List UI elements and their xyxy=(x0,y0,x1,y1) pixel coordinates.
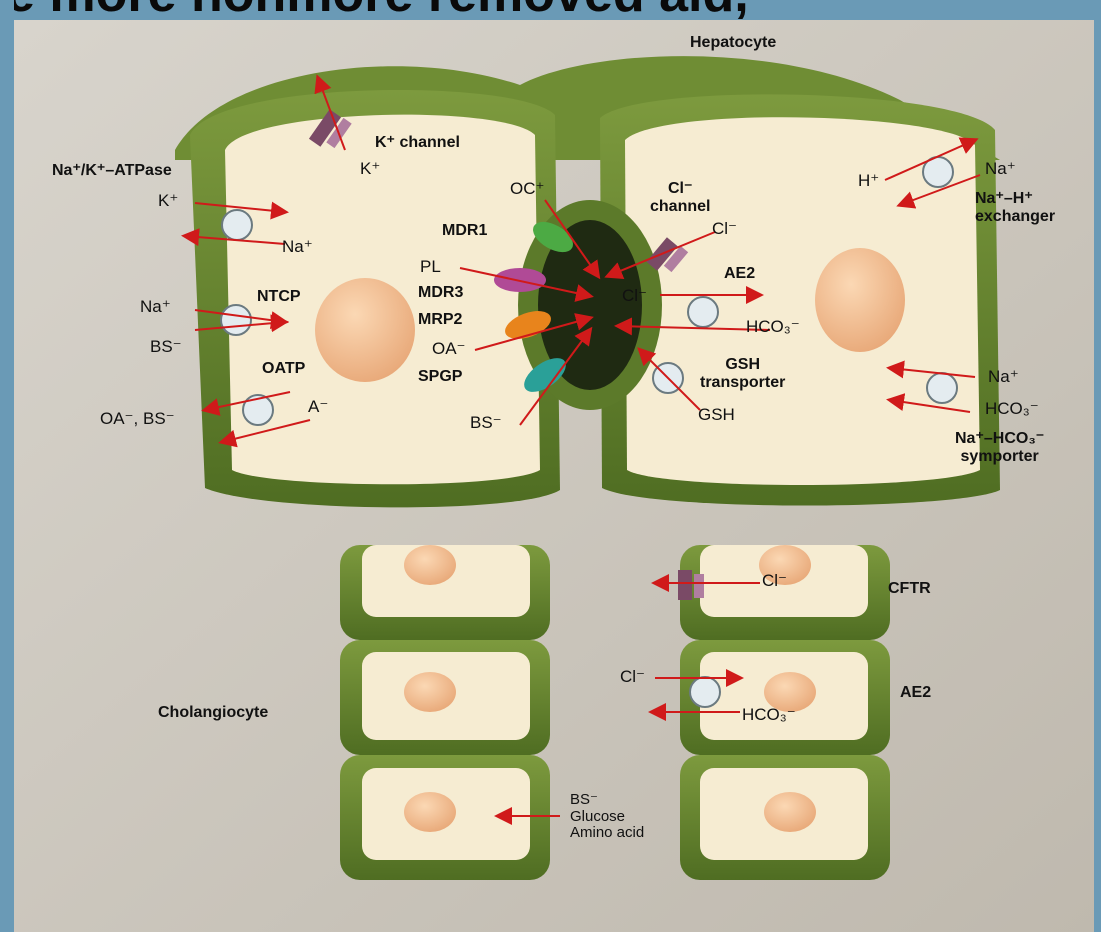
slide-border-left xyxy=(0,0,14,932)
oatp-out-label: A⁻ xyxy=(308,398,328,417)
oa-label: OA⁻ xyxy=(432,340,466,359)
ntcp-na-label: Na⁺ xyxy=(140,298,171,317)
k-channel-ion-label: K⁺ xyxy=(360,160,380,179)
ae2-transporter xyxy=(688,297,718,327)
symporter-hco3-label: HCO₃⁻ xyxy=(985,400,1039,419)
cl-channel-ion-label: Cl⁻ xyxy=(712,220,737,239)
oatp-label: OATP xyxy=(262,360,305,378)
symporter-na-label: Na⁺ xyxy=(988,368,1019,387)
gsh-label: GSH xyxy=(698,406,735,425)
cholangiocyte-ae2-cl-label: Cl⁻ xyxy=(620,668,645,687)
cftr-label: CFTR xyxy=(888,580,931,598)
k-in-label: K⁺ xyxy=(158,192,178,211)
mrp2-label: MRP2 xyxy=(418,311,462,329)
ae2-cl-label: Cl⁻ xyxy=(622,287,647,306)
ae2-label: AE2 xyxy=(724,265,755,283)
cl-channel-label: Cl⁻ channel xyxy=(650,180,710,215)
ntcp-transporter xyxy=(221,305,251,335)
na-out-label: Na⁺ xyxy=(282,238,313,257)
gsh-transporter-label: GSH transporter xyxy=(700,356,785,391)
ntcp-bs-label: BS⁻ xyxy=(150,338,182,357)
spgp-label: SPGP xyxy=(418,368,462,386)
h-label: H⁺ xyxy=(858,172,879,191)
oc-label: OC⁺ xyxy=(510,180,544,199)
bs-label: BS⁻ xyxy=(470,414,502,433)
cholangiocyte-ae2-hco3-label: HCO₃⁻ xyxy=(742,706,796,725)
cholangiocyte-left-column xyxy=(340,545,550,880)
cftr-ion-label: Cl⁻ xyxy=(762,572,787,591)
mdr1-label: MDR1 xyxy=(442,222,487,240)
na-k-atpase-transporter xyxy=(222,210,252,240)
cholangiocyte-ae2-transporter xyxy=(690,677,720,707)
slide-border-right xyxy=(1094,0,1101,932)
exchanger-na-label: Na⁺ xyxy=(985,160,1016,179)
na-h-exchanger-label: Na⁺–H⁺ exchanger xyxy=(975,190,1055,225)
na-hco3-symporter-label: Na⁺–HCO₃⁻ symporter xyxy=(955,430,1044,465)
left-nucleus xyxy=(315,278,415,382)
cftr-channel xyxy=(678,570,704,600)
mdr3-label: MDR3 xyxy=(418,284,463,302)
ae2-hco3-label: HCO₃⁻ xyxy=(746,318,800,337)
right-nucleus xyxy=(815,248,905,352)
pl-label: PL xyxy=(420,258,441,277)
cholangiocyte-title: Cholangiocyte xyxy=(158,704,268,722)
oatp-in-label: OA⁻, BS⁻ xyxy=(100,410,175,429)
k-channel-label: K⁺ channel xyxy=(375,134,460,152)
na-k-atpase-label: Na⁺/K⁺–ATPase xyxy=(52,162,172,180)
ntcp-label: NTCP xyxy=(257,288,301,306)
na-hco3-symporter xyxy=(927,373,957,403)
cholangiocyte-ae2-label: AE2 xyxy=(900,684,931,702)
absorption-label: BS⁻ Glucose Amino acid xyxy=(570,792,644,842)
hepatocyte-title: Hepatocyte xyxy=(690,34,776,52)
